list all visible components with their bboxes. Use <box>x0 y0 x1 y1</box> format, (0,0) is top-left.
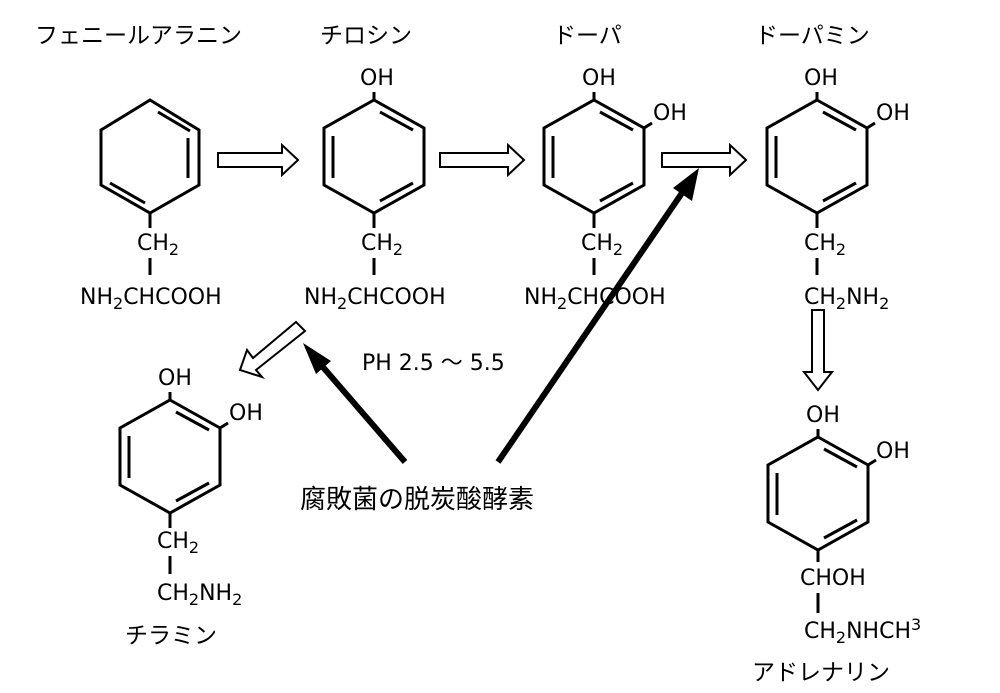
svg-text:CH2NH2: CH2NH2 <box>157 581 242 609</box>
dopamine-name: ドーパミン <box>755 23 870 49</box>
ch2-label: CH <box>581 231 613 256</box>
oh-label-1: OH <box>804 66 838 91</box>
benzene-ring <box>766 435 870 552</box>
choh-label: CHOH <box>800 566 866 591</box>
methyl-superscript: 3 <box>911 615 921 634</box>
svg-text:CH2: CH2 <box>157 529 199 557</box>
oh-label-1: OH <box>806 403 840 428</box>
adrenaline-name: アドレナリン <box>752 660 890 686</box>
benzene-ring <box>118 398 222 515</box>
svg-text:CH2: CH2 <box>137 231 179 259</box>
svg-text:NH2CHCOOH: NH2CHCOOH <box>304 285 446 313</box>
oh-label-2: OH <box>876 101 910 126</box>
ch2-label: CH <box>804 231 836 256</box>
amine-label: NH <box>846 285 879 310</box>
arrow-enzyme-to-tyrosine-branch <box>303 343 408 464</box>
arrow-enzyme-to-dopamine-step <box>495 168 699 464</box>
arrow-tyrosine-to-tyramine <box>238 320 307 380</box>
oh-label: OH <box>360 66 394 91</box>
tyramine-structure: OH OH CH2 CH2NH2 <box>118 366 263 609</box>
amine-label: NH <box>524 285 557 310</box>
amine-label: NH <box>304 285 337 310</box>
svg-text:CH2NH2: CH2NH2 <box>804 285 889 313</box>
acid-label: CHCOOH <box>347 285 445 310</box>
tyramine-name: チラミン <box>125 623 217 649</box>
enzyme-label: 腐敗菌の脱炭酸酵素 <box>300 485 534 515</box>
benzene-ring <box>542 98 646 215</box>
ch2-label-2: CH <box>157 581 189 606</box>
ch2-label: CH <box>157 529 189 554</box>
amine-label: NH <box>80 285 113 310</box>
svg-text:NH2CHCOOH: NH2CHCOOH <box>80 285 222 313</box>
arrow-dopamine-to-adrenaline <box>801 309 835 392</box>
ch2-label-2: CH <box>804 285 836 310</box>
acid-label: CHCOOH <box>123 285 221 310</box>
dopa-name: ドーパ <box>553 23 622 49</box>
arrow-tyrosine-to-dopa <box>439 142 526 178</box>
benzene-ring <box>322 98 426 215</box>
svg-text:NH2CHCOOH: NH2CHCOOH <box>524 285 666 313</box>
arrow-dopa-to-dopamine <box>661 142 748 178</box>
svg-text:CH2: CH2 <box>804 231 846 259</box>
oh-label-2: OH <box>653 101 687 126</box>
ch2-label: CH <box>804 619 836 644</box>
svg-text:CH2: CH2 <box>361 231 403 259</box>
svg-text:CH2: CH2 <box>581 231 623 259</box>
tyrosine-structure: OH CH2 NH2CHCOOH <box>304 66 446 313</box>
dopamine-structure: OH OH CH2 CH2NH2 <box>765 66 910 313</box>
oh-label-2: OH <box>229 401 263 426</box>
oh-label-1: OH <box>158 366 192 391</box>
adrenaline-structure: OH OH CHOH CH2NHCH3 <box>766 403 921 647</box>
svg-text:CH2NHCH3: CH2NHCH3 <box>804 615 921 647</box>
phenylalanine-structure: CH2 NH2CHCOOH <box>80 98 222 313</box>
amine-label: NHCH <box>846 619 911 644</box>
dopa-structure: OH OH CH2 NH2CHCOOH <box>524 66 687 313</box>
benzene-ring <box>99 98 201 215</box>
ch2-label: CH <box>361 231 393 256</box>
benzene-ring <box>765 98 869 215</box>
arrow-phenylalanine-to-tyrosine <box>217 142 300 178</box>
amine-label: NH <box>199 581 232 606</box>
tyrosine-name: チロシン <box>320 23 412 49</box>
ph-condition: PH 2.5 ～ 5.5 <box>362 351 505 376</box>
oh-label-1: OH <box>582 66 616 91</box>
phenylalanine-name: フェニールアラニン <box>35 23 242 49</box>
ch2-label: CH <box>137 231 169 256</box>
oh-label-2: OH <box>876 439 910 464</box>
